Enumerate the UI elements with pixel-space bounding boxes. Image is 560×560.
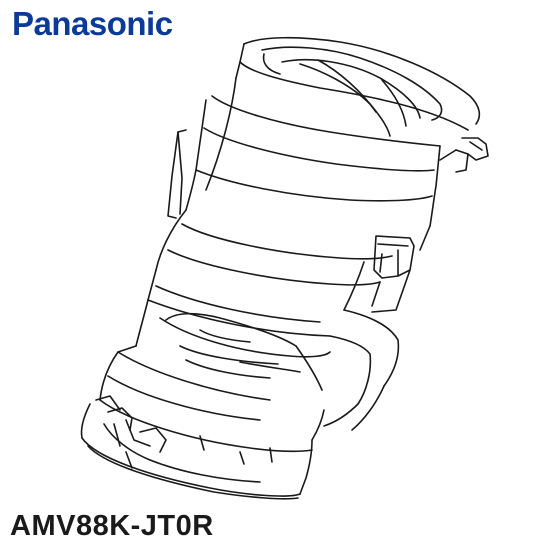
bottom-base [80, 345, 325, 500]
brand-logo: Panasonic [12, 5, 173, 42]
lower-body [135, 269, 400, 431]
upper-body [167, 77, 441, 227]
top-cap [235, 36, 489, 173]
model-number: AMV88K-JT0R [10, 510, 214, 542]
mid-body [155, 209, 431, 313]
